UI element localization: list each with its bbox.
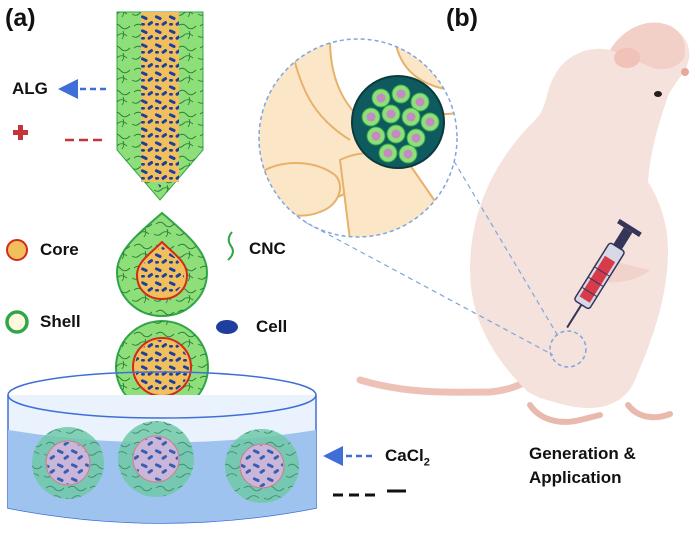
zoom-leader-bottom — [304, 221, 554, 356]
syringe-icon — [566, 218, 642, 329]
teardrop-droplet — [115, 211, 209, 318]
rat-image — [356, 22, 690, 425]
cacl2-label: CaCl2 — [385, 446, 430, 468]
nozzle — [116, 11, 204, 201]
core-legend-icon — [6, 239, 28, 261]
caption-application: Application — [529, 468, 622, 487]
cell-label: Cell — [256, 317, 288, 336]
cnc-fiber-icon — [227, 231, 234, 261]
gel-bead-2 — [118, 421, 194, 497]
plus-icon — [13, 125, 28, 140]
shell-legend-icon — [5, 310, 29, 334]
caption-generation: Generation & — [529, 444, 636, 463]
cacl2-bath-dish — [7, 371, 317, 524]
gel-bead-3 — [225, 429, 299, 503]
shell-label: Shell — [40, 312, 81, 331]
injection-site-marker — [549, 330, 587, 368]
core-label: Core — [40, 240, 79, 259]
cell-legend-icon — [216, 320, 238, 334]
cacl2-subscript: 2 — [423, 456, 430, 469]
cacl2-text: CaCl — [385, 446, 424, 465]
panel-a — [5, 11, 406, 524]
zoom-inset — [258, 38, 458, 238]
cnc-label: CNC — [249, 239, 286, 258]
panel-b-label: (b) — [446, 4, 478, 32]
panel-b — [258, 22, 690, 425]
gel-bead-1 — [32, 427, 104, 499]
panel-a-label: (a) — [5, 4, 36, 32]
alg-label: ALG — [12, 79, 48, 98]
microfiber-bundle — [351, 75, 445, 169]
